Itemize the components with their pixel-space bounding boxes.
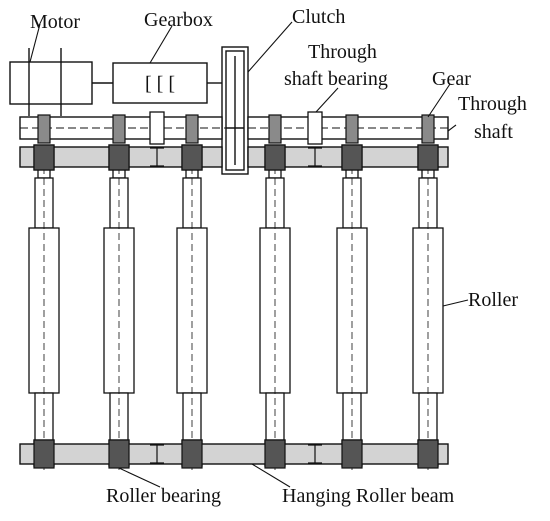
label-roller-bearing: Roller bearing bbox=[106, 485, 221, 507]
gear bbox=[37, 114, 51, 144]
clutch-leader bbox=[247, 21, 293, 73]
lower-roller-bearings bbox=[33, 439, 439, 469]
roller bbox=[176, 144, 208, 470]
leader-lines bbox=[29, 21, 469, 488]
gearbox bbox=[112, 62, 208, 104]
through-shaft-leader bbox=[447, 124, 457, 132]
roller bbox=[336, 144, 368, 470]
label-motor: Motor bbox=[30, 11, 80, 33]
roller-bearing-leader bbox=[118, 467, 161, 488]
clutch bbox=[221, 46, 249, 175]
gearbox-body bbox=[112, 62, 208, 104]
roller-bearing bbox=[108, 439, 130, 469]
motor bbox=[9, 48, 93, 116]
motor-leader bbox=[29, 23, 41, 63]
gear bbox=[345, 114, 359, 144]
roller bbox=[103, 144, 135, 470]
through-shaft-bearing-right bbox=[307, 111, 323, 145]
motor-body bbox=[9, 61, 93, 105]
gear-leader bbox=[427, 83, 451, 118]
label-clutch: Clutch bbox=[292, 6, 345, 28]
roller-bearing bbox=[33, 439, 55, 469]
through-shaft-bearing-left bbox=[149, 111, 165, 145]
roller bbox=[412, 144, 444, 470]
gear bbox=[112, 114, 126, 144]
label-through-shaft-bearing-1: Through bbox=[308, 41, 377, 63]
lower-i-beam-connectors bbox=[150, 444, 322, 464]
gear bbox=[421, 114, 435, 144]
roller-bearing bbox=[264, 439, 286, 469]
roller-leader bbox=[442, 299, 469, 307]
lower-hanging-beam bbox=[19, 443, 449, 465]
gear bbox=[185, 114, 199, 144]
roller-bearing bbox=[417, 439, 439, 469]
roller bbox=[259, 144, 291, 470]
label-roller: Roller bbox=[468, 289, 518, 311]
roller-bearing bbox=[341, 439, 363, 469]
label-gear: Gear bbox=[432, 68, 471, 90]
label-through-shaft-2: shaft bbox=[474, 121, 513, 143]
gearbox-leader bbox=[149, 25, 173, 64]
upper-i-beam-connectors bbox=[150, 147, 322, 167]
roller-bearing bbox=[181, 439, 203, 469]
gearbox-symbol: [ [ [ bbox=[145, 73, 175, 95]
gear bbox=[268, 114, 282, 144]
through-shaft-bearing-leader bbox=[315, 87, 339, 113]
label-gearbox: Gearbox bbox=[144, 9, 213, 31]
hanging-roller-beam-leader bbox=[251, 463, 291, 488]
label-through-shaft-1: Through bbox=[458, 93, 527, 115]
label-through-shaft-bearing-2: shaft bearing bbox=[284, 68, 388, 90]
rollers bbox=[28, 144, 444, 470]
upper-roller-bearings bbox=[33, 144, 439, 171]
label-hanging-roller-beam: Hanging Roller beam bbox=[282, 485, 455, 507]
roller bbox=[28, 144, 60, 470]
gear-row bbox=[37, 114, 435, 144]
